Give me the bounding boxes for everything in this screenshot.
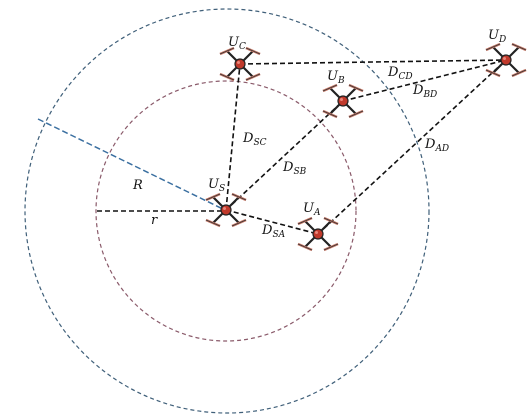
drone-icon — [204, 192, 248, 228]
outer-zone — [24, 8, 430, 414]
drone-label-ud: UD — [488, 28, 506, 45]
drone-label-uc: UC — [228, 35, 246, 52]
link-a-d — [317, 59, 507, 235]
link-c-d — [239, 59, 507, 65]
link-s-c — [225, 63, 241, 211]
link-label-dsc: DSC — [242, 131, 267, 148]
link-s-b — [225, 100, 344, 211]
link-label-dsb: DSB — [282, 160, 307, 177]
link-label-dsa: DSA — [261, 223, 286, 240]
link-label-dcd: DCD — [387, 65, 413, 82]
link-label-dad: DAD — [424, 137, 449, 154]
outer-radius-label: R — [132, 178, 143, 193]
drone-label-us: US — [208, 177, 225, 194]
drone-label-ua: UA — [303, 201, 321, 218]
drone-icon — [296, 216, 340, 252]
inner-radius-label: r — [151, 213, 158, 228]
link-label-dbd: DBD — [412, 83, 437, 100]
inner-zone — [95, 80, 357, 342]
link-b-d — [342, 59, 507, 102]
drone-icon — [218, 46, 262, 82]
outer-radius-line — [37, 118, 226, 211]
drone-label-ub: UB — [327, 69, 345, 86]
drone-icon — [321, 83, 365, 119]
